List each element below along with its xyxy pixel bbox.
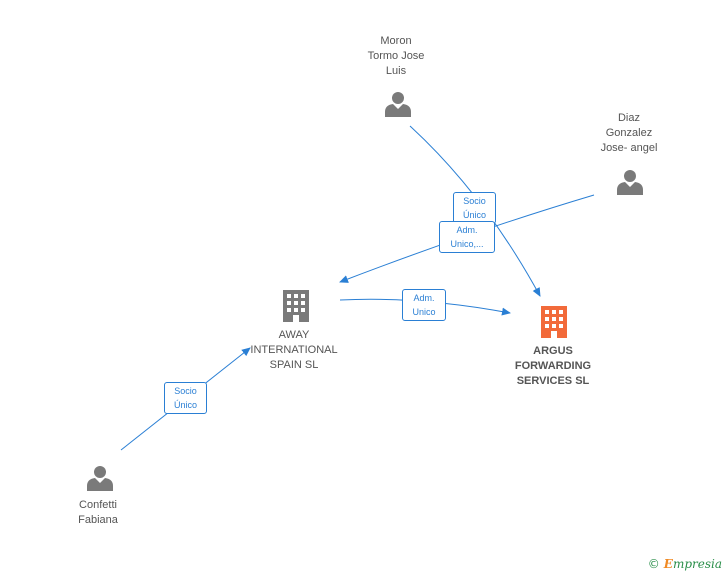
edge-label-moron-argus: Socio Único [453,192,496,224]
empresia-logo[interactable]: ©Empresia [648,557,722,571]
building-icon[interactable] [541,306,567,338]
edge-label-away-argus: Adm. Unico [402,289,446,321]
building-icon[interactable] [283,290,309,322]
brand-name: mpresia [672,557,722,571]
person-icon[interactable] [87,466,113,491]
node-label-argus[interactable]: ARGUS FORWARDING SERVICES SL [514,345,592,387]
person-icon[interactable] [385,92,411,117]
node-label-confetti[interactable]: Confetti Fabiana [78,499,118,526]
copyright-icon: © [647,557,660,571]
edge-label-confetti-away: Socio Único [164,382,207,414]
node-label-moron[interactable]: Moron Tormo Jose Luis [367,35,425,77]
person-icon[interactable] [617,170,643,195]
node-label-diaz[interactable]: Diaz Gonzalez Jose- angel [600,112,658,154]
brand-initial: E [663,557,673,571]
node-label-away[interactable]: AWAY INTERNATIONAL SPAIN SL [250,329,338,371]
edge-label-diaz-away: Adm. Unico,... [439,221,495,253]
